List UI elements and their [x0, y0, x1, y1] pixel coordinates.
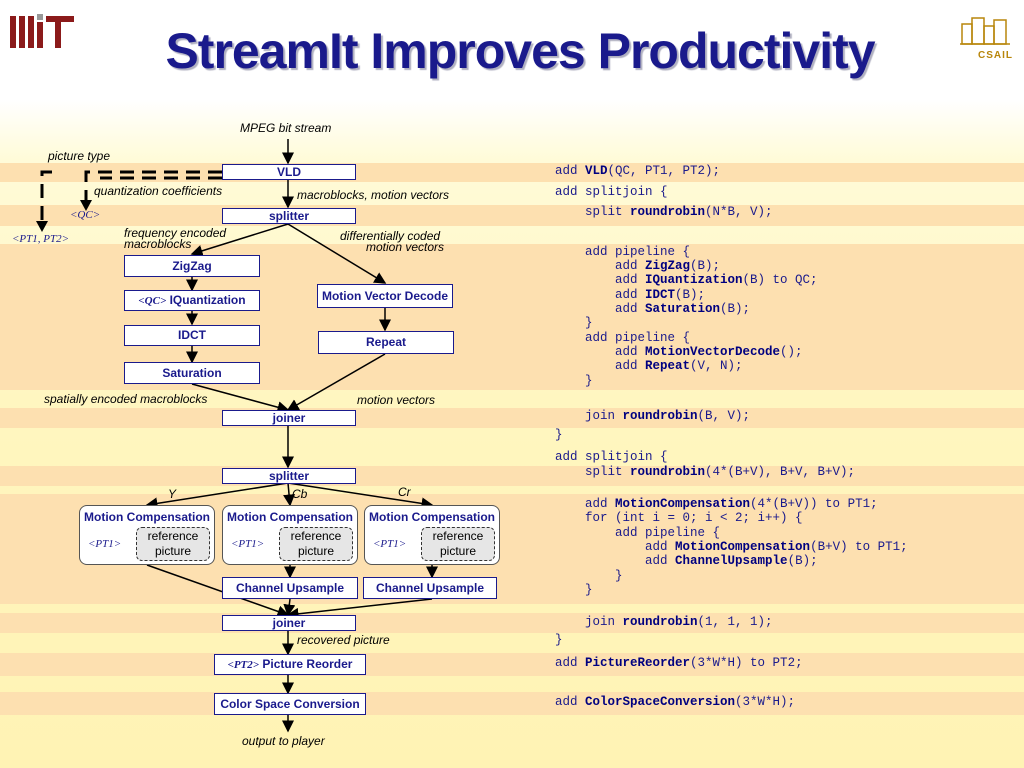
code-line: add MotionVectorDecode();: [555, 345, 803, 359]
joiner-1: joiner: [222, 410, 356, 426]
cb-channel-label: Cb: [292, 487, 308, 501]
vld-filter: VLD: [222, 164, 356, 180]
color-space-conversion-filter: Color Space Conversion: [214, 693, 366, 715]
code-line: add IQuantization(B) to QC;: [555, 273, 818, 287]
freq-label: frequency encoded: [124, 226, 227, 240]
quant-coeff-label: quantization coefficients: [94, 184, 223, 198]
channel-upsample-cb: Channel Upsample: [222, 577, 358, 599]
iquant-qc-tag: <QC>: [138, 295, 167, 307]
code-line: }: [555, 428, 563, 442]
picture-type-label: picture type: [48, 149, 111, 163]
mc-title: Motion Compensation: [369, 510, 495, 524]
zigzag-filter: ZigZag: [124, 255, 260, 277]
code-line: }: [555, 569, 623, 583]
csail-logo: [960, 17, 1010, 45]
code-line: }: [555, 374, 593, 388]
mc-pt1-tag: <PT1>: [373, 538, 407, 550]
repeat-filter: Repeat: [318, 331, 454, 354]
mc-pt1-tag: <PT1>: [231, 538, 265, 550]
picture-reorder-label: Picture Reorder: [262, 657, 353, 671]
code-line: add pipeline {: [555, 245, 691, 259]
code-line: add splitjoin {: [555, 185, 668, 199]
code-line: }: [555, 583, 593, 597]
joiner-2: joiner: [222, 615, 356, 631]
code-line: join roundrobin(B, V);: [555, 409, 751, 423]
code-line: split roundrobin(N*B, V);: [555, 205, 773, 219]
code-line: add splitjoin {: [555, 450, 668, 464]
picture-reorder-filter: <PT2> Picture Reorder: [214, 654, 366, 675]
mc-title: Motion Compensation: [84, 510, 210, 524]
macroblocks-label: macroblocks, motion vectors: [297, 188, 450, 202]
input-label: MPEG bit stream: [240, 121, 332, 135]
code-line: add IDCT(B);: [555, 288, 706, 302]
iquant-label: IQuantization: [169, 293, 246, 307]
saturation-filter: Saturation: [124, 362, 260, 384]
code-line: join roundrobin(1, 1, 1);: [555, 615, 773, 629]
code-line: add VLD(QC, PT1, PT2);: [555, 164, 721, 178]
code-line: add Repeat(V, N);: [555, 359, 743, 373]
mc-pt1-tag: <PT1>: [88, 538, 122, 550]
motion-vectors-label: motion vectors: [357, 393, 436, 407]
code-line: add MotionCompensation(4*(B+V)) to PT1;: [555, 497, 878, 511]
y-channel-label: Y: [168, 487, 177, 501]
freq-label-2: macroblocks: [124, 237, 192, 251]
diff-label-2: motion vectors: [366, 240, 445, 254]
slide-title: StreamIt Improves Productivity: [165, 23, 875, 79]
mc-title: Motion Compensation: [227, 510, 353, 524]
cr-channel-label: Cr: [398, 485, 411, 499]
code-line: add PictureReorder(3*W*H) to PT2;: [555, 656, 803, 670]
code-line: add ColorSpaceConversion(3*W*H);: [555, 695, 796, 709]
mit-logo: [10, 14, 74, 48]
code-line: }: [555, 316, 593, 330]
qc-tag: <QC>: [70, 209, 101, 221]
output-label: output to player: [242, 734, 325, 748]
splitter-1: splitter: [222, 208, 356, 224]
pt-tag: <PT1, PT2>: [12, 233, 70, 245]
code-line: add ZigZag(B);: [555, 259, 721, 273]
splitter-2: splitter: [222, 468, 356, 484]
iquantization-filter: <QC> IQuantization: [124, 290, 260, 311]
code-line: add pipeline {: [555, 331, 691, 345]
code-line: split roundrobin(4*(B+V), B+V, B+V);: [555, 465, 856, 479]
code-line: }: [555, 633, 563, 647]
code-line: for (int i = 0; i < 2; i++) {: [555, 511, 803, 525]
spatial-label: spatially encoded macroblocks: [44, 392, 208, 406]
code-line: add ChannelUpsample(B);: [555, 554, 818, 568]
channel-upsample-cr: Channel Upsample: [363, 577, 497, 599]
diff-label: differentially coded: [340, 229, 441, 243]
code-line: add pipeline {: [555, 526, 721, 540]
idct-filter: IDCT: [124, 325, 260, 346]
motion-vector-decode-filter: Motion Vector Decode: [317, 284, 453, 308]
csail-wordmark: CSAIL: [978, 50, 1013, 61]
recovered-picture-label: recovered picture: [297, 633, 390, 647]
code-line: add Saturation(B);: [555, 302, 751, 316]
reorder-pt2-tag: <PT2>: [227, 659, 260, 671]
code-line: add MotionCompensation(B+V) to PT1;: [555, 540, 908, 554]
